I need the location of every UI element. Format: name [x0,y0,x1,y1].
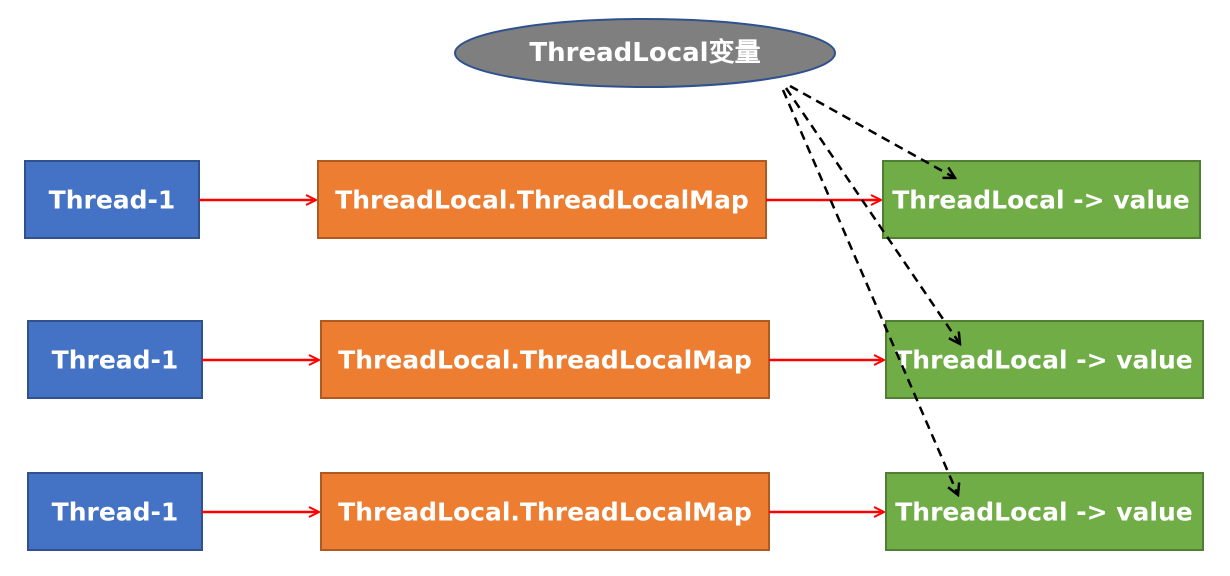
thread-row-1: Thread-1 ThreadLocal.ThreadLocalMap Thre… [24,160,1201,239]
entry-label-2: ThreadLocal -> value [895,346,1193,375]
variable-to-entry-arrow-1 [789,84,955,178]
variable-to-entry-arrow-3 [781,89,958,495]
variable-reference-arrows [781,84,960,495]
threadlocalmap-node-2 [320,320,770,399]
variable-to-entry-arrow-2 [784,87,960,344]
thread-node-1 [24,160,200,239]
thread-label-3: Thread-1 [52,498,179,527]
thread-label-1: Thread-1 [49,186,176,215]
entry-label-1: ThreadLocal -> value [892,186,1190,215]
threadlocal-variable-label: ThreadLocal变量 [529,37,760,68]
threadlocal-variable-node: ThreadLocal变量 [454,18,836,88]
threadlocal-variable-oval [454,18,836,88]
threadlocalmap-label-1: ThreadLocal.ThreadLocalMap [335,186,749,215]
entry-label-3: ThreadLocal -> value [895,498,1193,527]
entry-node-3 [885,472,1204,551]
thread-label-2: Thread-1 [52,346,179,375]
thread-row-2: Thread-1 ThreadLocal.ThreadLocalMap Thre… [27,320,1204,399]
entry-node-2 [885,320,1204,399]
threadlocalmap-label-2: ThreadLocal.ThreadLocalMap [338,346,752,375]
thread-row-3: Thread-1 ThreadLocal.ThreadLocalMap Thre… [27,472,1204,551]
threadlocalmap-label-3: ThreadLocal.ThreadLocalMap [338,498,752,527]
entry-node-1 [882,160,1201,239]
threadlocalmap-node-1 [317,160,767,239]
